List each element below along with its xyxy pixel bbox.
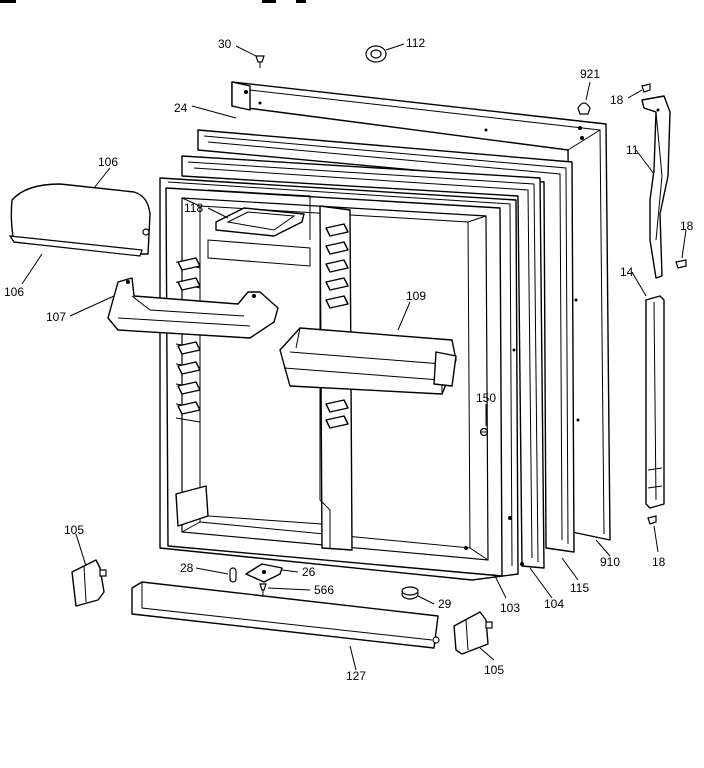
gasket-115 [197, 129, 575, 553]
callout-29: 29 [438, 597, 452, 611]
hinge-screw-18-c [647, 515, 657, 525]
hinge-14 [645, 295, 665, 509]
callout-24: 24 [174, 101, 188, 115]
hinge-screw-18-b [675, 259, 687, 269]
callout-106-top: 106 [98, 155, 118, 169]
plug-112 [365, 45, 387, 63]
cap-921 [577, 102, 591, 115]
door-shelf-107 [107, 277, 279, 339]
callout-18-mid: 18 [680, 219, 694, 233]
callout-921: 921 [580, 67, 600, 81]
callout-566: 566 [314, 583, 334, 597]
callout-labels: 30 112 921 18 24 106 11 118 18 14 106 10… [4, 36, 694, 683]
plug-29 [401, 586, 419, 600]
callout-104: 104 [544, 597, 564, 611]
callout-18-bottom: 18 [652, 555, 666, 569]
callout-118: 118 [184, 201, 203, 215]
door-bin-109 [279, 327, 457, 395]
end-cap-105-left [71, 559, 107, 607]
callout-103: 103 [500, 601, 520, 615]
callout-107: 107 [46, 310, 66, 324]
trim-strip-127 [131, 581, 440, 649]
hinge-11 [641, 95, 671, 279]
callout-105-left: 105 [64, 523, 84, 537]
callout-30: 30 [218, 37, 232, 51]
top-edge-artifacts [0, 0, 306, 3]
screw-30 [255, 55, 265, 68]
callout-26: 26 [302, 565, 316, 579]
callout-18-top: 18 [610, 93, 624, 107]
clip-26 [245, 563, 283, 583]
callout-105-right: 105 [484, 663, 504, 677]
callout-106-bottom: 106 [4, 285, 24, 299]
callout-115: 115 [570, 581, 589, 595]
callout-11: 11 [626, 143, 639, 157]
hinge-screw-18-a [641, 83, 651, 93]
end-cap-105-right [453, 611, 493, 655]
screw-566 [259, 583, 267, 596]
bin-cover-106 [8, 183, 151, 257]
callout-14: 14 [620, 265, 634, 279]
callout-127: 127 [346, 669, 366, 683]
dairy-tray-118 [215, 207, 305, 237]
callout-28: 28 [180, 561, 194, 575]
callout-910: 910 [600, 555, 620, 569]
callout-112: 112 [406, 36, 425, 50]
pin-28 [229, 567, 237, 583]
screw-150 [479, 427, 489, 437]
callout-150: 150 [476, 391, 496, 405]
leader-lines [21, 43, 687, 671]
callout-109: 109 [406, 289, 426, 303]
